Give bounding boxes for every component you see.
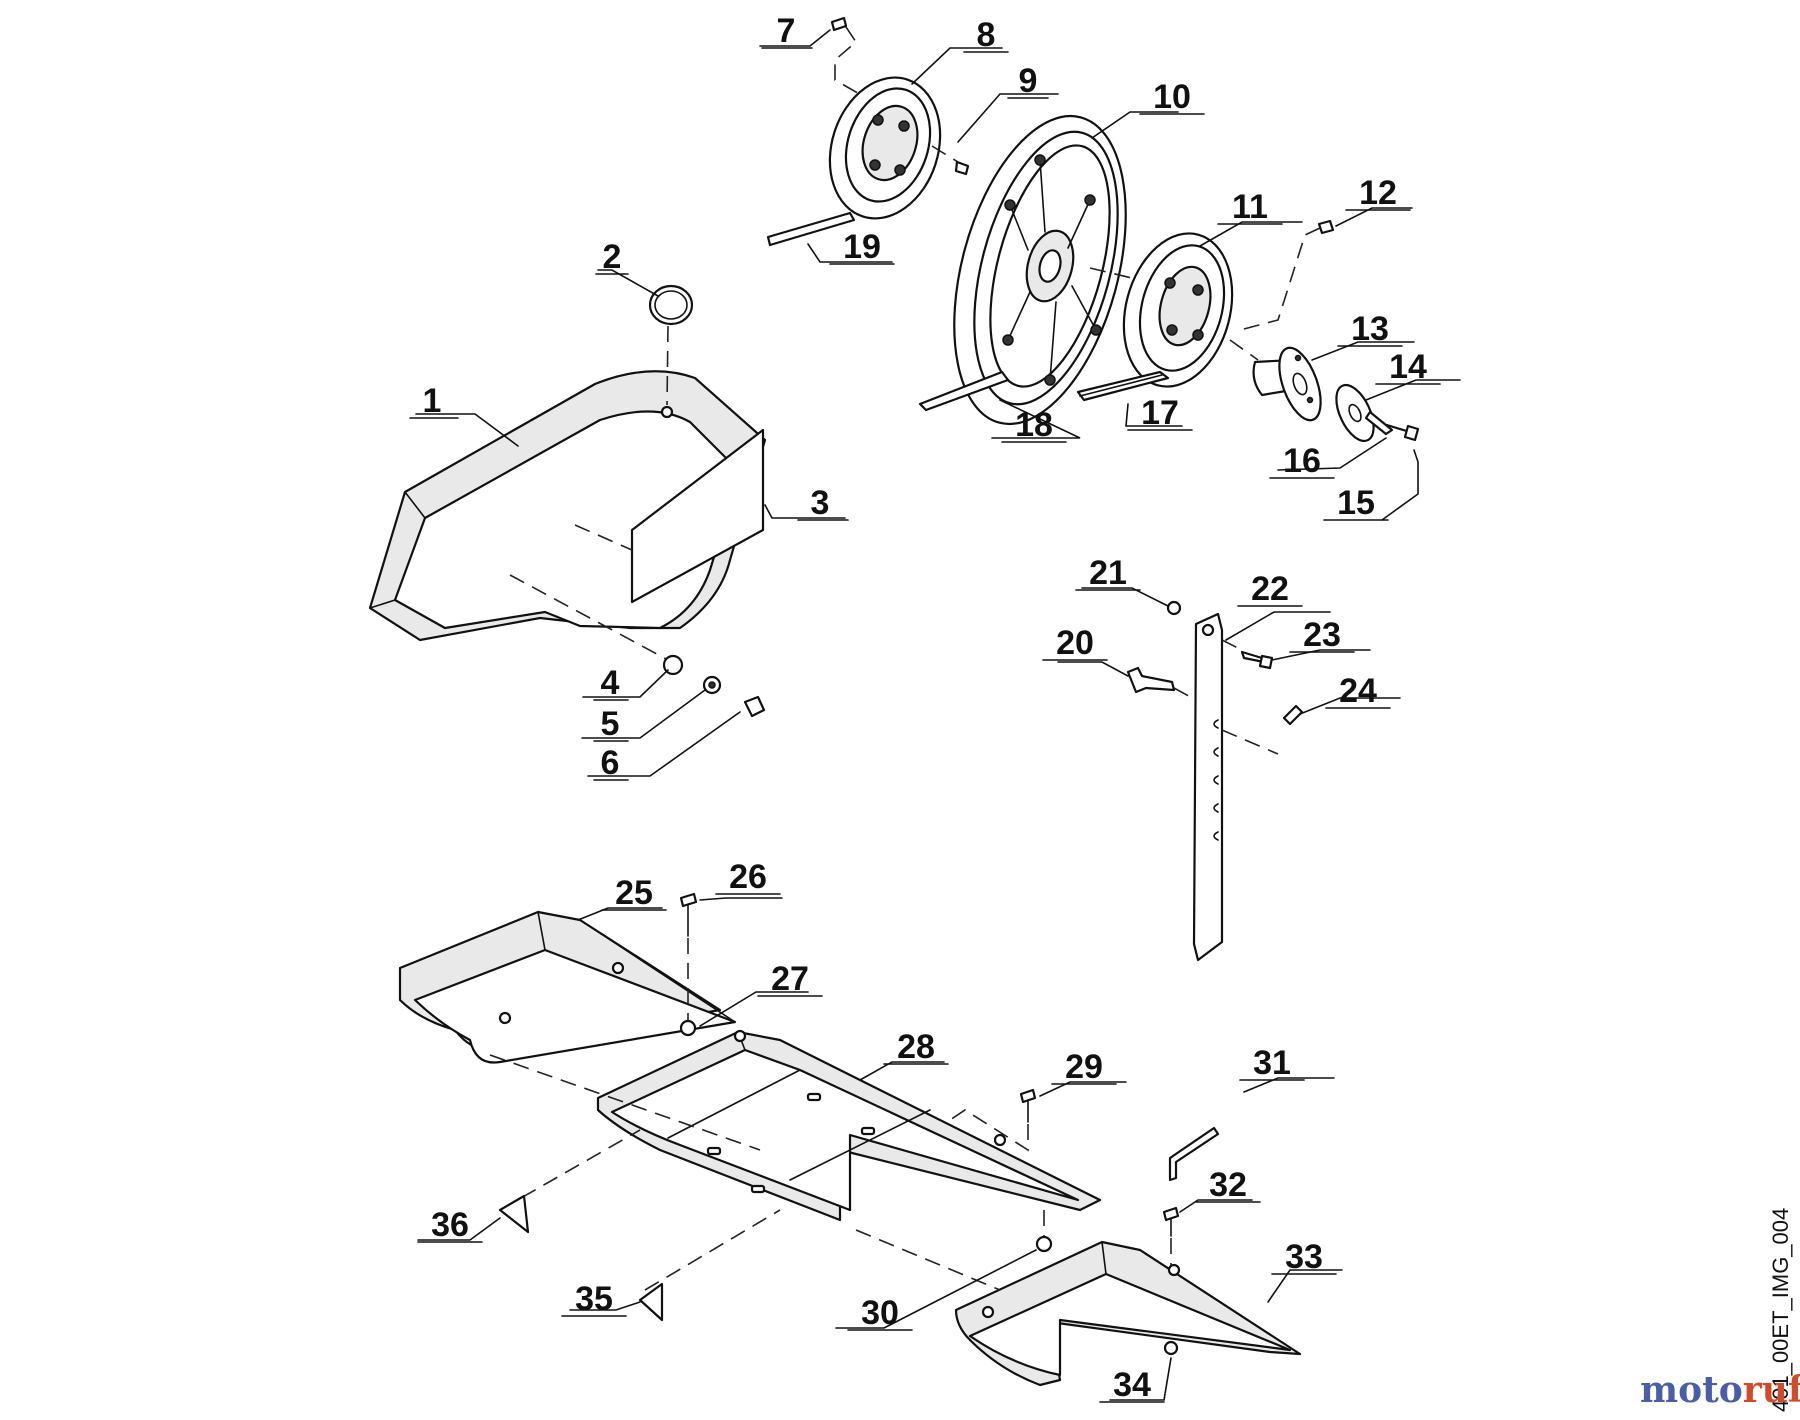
callout-12: 12 (1359, 174, 1397, 212)
callout-21: 21 (1089, 554, 1127, 592)
guard-plate-part-28 (596, 1029, 1102, 1222)
callout-7: 7 (777, 12, 796, 50)
clip-part-24 (1221, 704, 1304, 755)
nut-part-34 (1163, 1340, 1179, 1356)
guard-plate-part-25 (398, 910, 737, 1064)
screw-part-32 (1162, 1206, 1180, 1270)
callout-20: 20 (1056, 624, 1094, 662)
callout-1: 1 (423, 382, 442, 420)
callout-28: 28 (897, 1028, 935, 1066)
cap-part-6 (743, 695, 766, 718)
guard-plate-part-33 (954, 1240, 1302, 1387)
small-pulley-part-8 (828, 76, 942, 220)
callout-24: 24 (1339, 672, 1377, 710)
callout-11: 11 (1232, 188, 1268, 226)
svg-text:motoruf: motoruf (1640, 1369, 1800, 1411)
image-code: 401_00ET_IMG_004 (1768, 1208, 1793, 1412)
callout-35: 35 (575, 1280, 613, 1318)
callout-17: 17 (1141, 394, 1179, 432)
nut-part-27 (679, 1019, 697, 1037)
callout-23: 23 (1303, 616, 1341, 654)
callout-13: 13 (1351, 310, 1389, 348)
belt-part-19 (766, 211, 856, 247)
nut-part-5 (702, 675, 722, 695)
screw-part-29 (949, 1088, 1037, 1152)
callout-14: 14 (1389, 348, 1427, 386)
callout-19: 19 (843, 228, 881, 266)
disc-part-14 (1335, 383, 1375, 443)
callout-36: 36 (431, 1206, 469, 1244)
watermark-part-b: ruf (1743, 1369, 1800, 1411)
screw-part-7 (830, 16, 871, 101)
callout-22: 22 (1251, 570, 1289, 608)
hex-key-part-31 (1168, 1126, 1220, 1182)
callout-8: 8 (977, 16, 996, 54)
belt-part-17 (1076, 370, 1170, 402)
callout-4: 4 (601, 664, 620, 702)
leader-lines (415, 29, 1461, 1401)
bar-part-22 (1192, 612, 1224, 962)
hub-flange-part-13 (1229, 339, 1322, 422)
screw-part-26 (679, 892, 698, 1020)
callout-34: 34 (1113, 1366, 1151, 1404)
pin-part-20 (1126, 666, 1197, 701)
callout-labels: 1 2 3 4 5 6 7 8 9 10 11 12 13 14 15 16 1… (423, 12, 1427, 1404)
arrow-marker-part-36 (498, 1194, 530, 1234)
callout-6: 6 (601, 744, 620, 782)
grommet-part-2 (648, 284, 694, 406)
callout-33: 33 (1285, 1238, 1323, 1276)
callout-25: 25 (615, 874, 653, 912)
callout-2: 2 (603, 238, 622, 276)
callout-5: 5 (601, 705, 620, 743)
callout-18: 18 (1015, 406, 1053, 444)
bolt-part-23 (1221, 639, 1274, 670)
nut-part-21 (1166, 600, 1182, 616)
callout-29: 29 (1065, 1048, 1103, 1086)
watermark-part-a: moto (1640, 1369, 1743, 1411)
callout-9: 9 (1019, 62, 1038, 100)
watermark-logo: motoruf (1640, 1369, 1800, 1411)
callout-32: 32 (1209, 1166, 1247, 1204)
callout-15: 15 (1337, 484, 1375, 522)
callout-30: 30 (861, 1294, 899, 1332)
arrow-marker-part-35 (638, 1282, 664, 1322)
callout-31: 31 (1253, 1044, 1291, 1082)
screw-part-9 (931, 145, 970, 176)
nut-part-30 (1035, 1210, 1053, 1253)
callout-underlines (409, 47, 1441, 1403)
large-pulley-part-10 (953, 114, 1141, 426)
callout-26: 26 (729, 858, 767, 896)
callout-3: 3 (811, 484, 830, 522)
callout-16: 16 (1283, 442, 1321, 480)
belt-part-18 (918, 370, 1010, 412)
screw-part-12 (1239, 219, 1335, 331)
pin-part-16 (1364, 410, 1394, 436)
medium-pulley-part-11 (1122, 232, 1234, 388)
callout-10: 10 (1153, 78, 1191, 116)
decal-plate-part-3 (574, 428, 765, 604)
callout-27: 27 (771, 960, 809, 998)
